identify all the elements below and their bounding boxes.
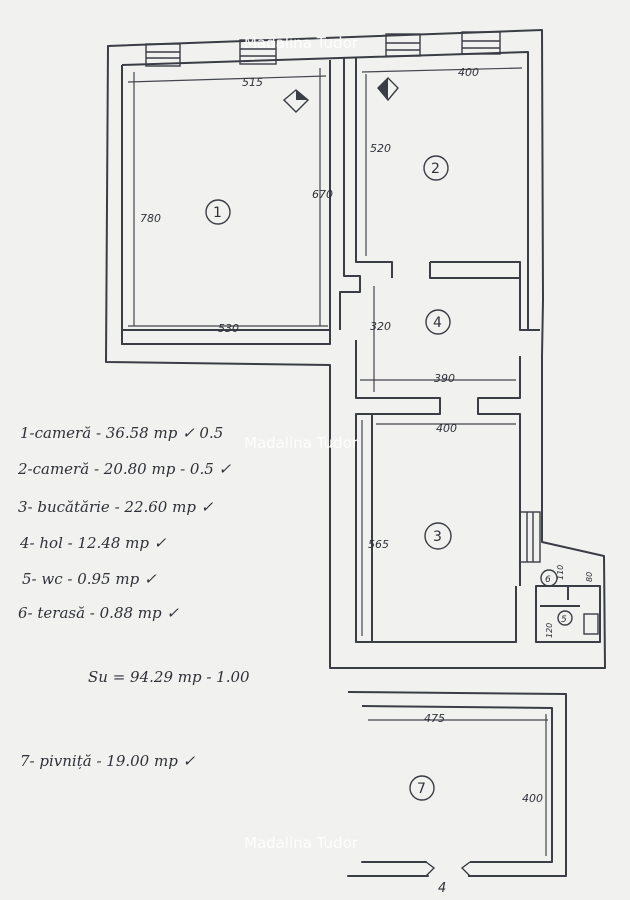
dim-670: 670 [312,188,333,201]
dim-515: 515 [242,76,263,89]
dim-120: 120 [545,623,554,638]
cellar-inner-wall [361,705,553,863]
legend-line-1: 1-cameră - 36.58 mp ✓ 0.5 [20,424,223,442]
dim-400-right: 400 [522,792,543,805]
compass-symbol-room1 [282,89,310,113]
room-label-7: 7 [417,781,426,797]
cellar-area: 7- pivniță - 19.00 mp ✓ [20,752,196,770]
dim-390: 390 [434,372,455,385]
room-circle-1 [205,199,231,225]
compass-symbol-room2 [377,77,399,102]
dim-780: 780 [140,212,161,225]
room-label-6: 6 [545,575,551,585]
dim-line-400-top [361,67,523,73]
dim-400-mid: 400 [436,422,457,435]
room-label-5: 5 [561,615,567,625]
legend-line-4: 4- hol - 12.48 mp ✓ [19,534,167,552]
window-left [145,43,181,67]
dim-565: 565 [368,538,389,551]
room-circle-7 [409,775,435,801]
hall-kitchen-wall [355,340,521,643]
legend-line-3: 3- bucătărie - 22.60 mp ✓ [18,498,214,516]
room2-bottom-wall [429,261,540,331]
legend-line-2: 2-cameră - 20.80 mp - 0.5 ✓ [17,460,232,478]
window-middle [239,39,277,65]
room-label-4: 4 [433,315,442,331]
cellar-outer-wall [347,691,567,877]
wc-marker-5 [557,610,573,626]
room1-bottom-wall [121,329,331,345]
terrace-marker-6 [540,569,558,587]
room-circle-3 [424,522,452,550]
outer-wall-main [105,29,606,669]
dim-line-515 [127,75,327,83]
window-right-2 [461,31,501,55]
total-area: Su = 94.29 mp - 1.00 [88,668,250,686]
watermark-top: Madalina Tudor [244,34,359,52]
dim-475: 475 [424,712,445,725]
dim-80: 80 [585,572,594,582]
window-right-1 [385,33,421,57]
room-label-1: 1 [213,205,222,221]
dim-400-top: 400 [458,66,479,79]
dim-320: 320 [370,320,391,333]
north-mark: 4 [438,881,446,896]
wc-walls [535,585,601,643]
watermark-middle: Madalina Tudor [244,434,359,452]
room-label-3: 3 [433,529,442,545]
dim-110: 110 [556,565,565,580]
watermark-bottom: Madalina Tudor [244,834,359,852]
cellar-door-gap [425,861,471,877]
room-circle-4 [425,309,451,335]
partition-wall-1-2 [329,58,393,330]
dim-530: 530 [218,322,239,335]
terrace-door [583,613,599,635]
legend-line-6: 6- terasă - 0.88 mp ✓ [18,604,179,622]
kitchen-window [519,511,541,563]
dim-520: 520 [370,142,391,155]
room-circle-2 [423,155,449,181]
legend-line-5: 5- wc - 0.95 mp ✓ [22,570,157,588]
room-label-2: 2 [431,161,440,177]
